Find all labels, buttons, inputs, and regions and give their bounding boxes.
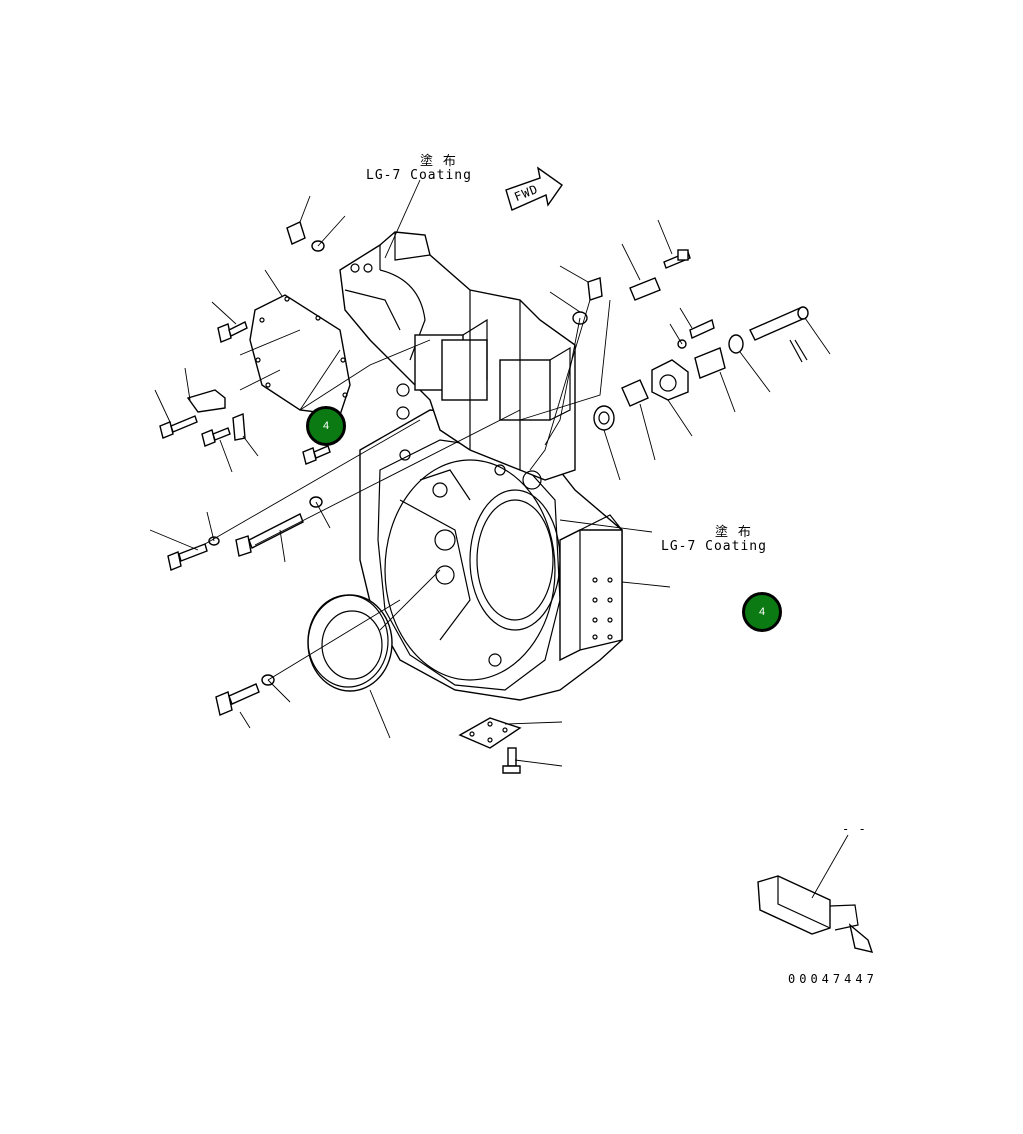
leader-lines <box>149 179 831 767</box>
cover-plate <box>249 294 351 416</box>
callout-badge-right[interactable]: 4 <box>742 592 782 632</box>
coating-label-top-jp: 塗 布 <box>420 154 457 169</box>
detail-inset <box>757 834 874 953</box>
gear-case-upper <box>339 231 576 490</box>
oil-seal <box>307 594 393 692</box>
drawing-number: 00047447 <box>788 972 878 986</box>
callout-badge-left[interactable]: 4 <box>306 406 346 446</box>
bottom-cover <box>458 717 522 774</box>
detail-mark: - - <box>842 822 867 836</box>
coating-label-right-en: LG-7 Coating <box>661 539 767 554</box>
coating-label-right-jp: 塗 布 <box>715 525 752 540</box>
coating-label-top-en: LG-7 Coating <box>366 168 472 183</box>
fwd-arrow-shape <box>505 166 563 211</box>
flywheel-housing <box>359 409 623 701</box>
